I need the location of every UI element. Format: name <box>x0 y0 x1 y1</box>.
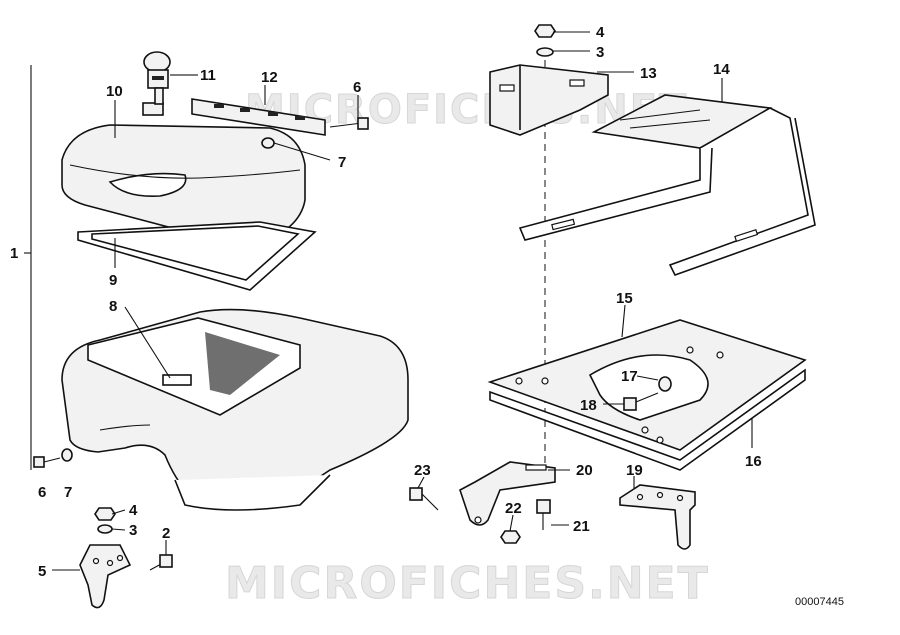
case-body <box>61 308 409 511</box>
hinge-plate <box>191 98 326 136</box>
washer-left <box>61 448 73 462</box>
base-plate <box>487 319 807 471</box>
case-lid <box>61 124 306 249</box>
nut-bottom-left <box>94 507 116 521</box>
small-bracket-left <box>79 544 132 609</box>
bolt-bottom-left <box>149 554 173 571</box>
callout-17: 17 <box>621 368 638 385</box>
nut-22 <box>500 530 521 544</box>
watermark-bottom: MICROFICHES.NET <box>225 558 710 609</box>
screw-left <box>33 456 61 468</box>
callout-21: 21 <box>573 518 590 535</box>
callout-14: 14 <box>713 61 730 78</box>
bolt-23 <box>409 487 439 511</box>
nut-top-right <box>534 24 556 38</box>
callout-13: 13 <box>640 65 657 82</box>
callout-9: 9 <box>109 272 117 289</box>
callout-18: 18 <box>580 397 597 414</box>
callout-20: 20 <box>576 462 593 479</box>
mounting-bracket-19 <box>619 484 696 550</box>
callout-3-top: 3 <box>596 44 604 61</box>
callout-19: 19 <box>626 462 643 479</box>
mounting-bracket-13 <box>489 64 609 136</box>
screw-top <box>329 117 369 130</box>
callout-4-top: 4 <box>596 24 605 41</box>
washer-top-right <box>536 47 554 57</box>
callout-5: 5 <box>38 563 46 580</box>
callout-11: 11 <box>200 67 216 84</box>
callout-22: 22 <box>505 500 522 517</box>
callout-2: 2 <box>162 525 170 542</box>
callout-7-top: 7 <box>338 154 346 171</box>
callout-12: 12 <box>261 69 278 86</box>
callout-3-bottom: 3 <box>129 522 137 539</box>
lock-cylinder <box>142 51 171 116</box>
washer-17 <box>658 376 672 392</box>
callout-23: 23 <box>414 462 431 479</box>
callout-10: 10 <box>106 83 123 100</box>
callout-labels: 1 2 3 3 4 4 5 6 6 7 7 8 9 10 11 12 13 14… <box>10 24 762 580</box>
callout-6-left: 6 <box>38 484 46 501</box>
callout-7-left: 7 <box>64 484 72 501</box>
support-frame <box>518 94 816 276</box>
callout-15: 15 <box>616 290 633 307</box>
callout-16: 16 <box>745 453 762 470</box>
callout-6-top: 6 <box>353 79 361 96</box>
assembly-bracket-line <box>24 65 32 470</box>
bolt-21 <box>536 499 551 530</box>
washer-top <box>261 137 275 149</box>
lid-seal-gasket <box>77 221 317 291</box>
callout-1: 1 <box>10 245 18 262</box>
mounting-bracket-20 <box>459 461 556 526</box>
washer-bottom-left <box>97 524 113 534</box>
callout-4-bottom: 4 <box>129 502 138 519</box>
callout-8: 8 <box>109 298 117 315</box>
document-id: 00007445 <box>795 596 844 608</box>
leader-lines <box>52 31 753 571</box>
